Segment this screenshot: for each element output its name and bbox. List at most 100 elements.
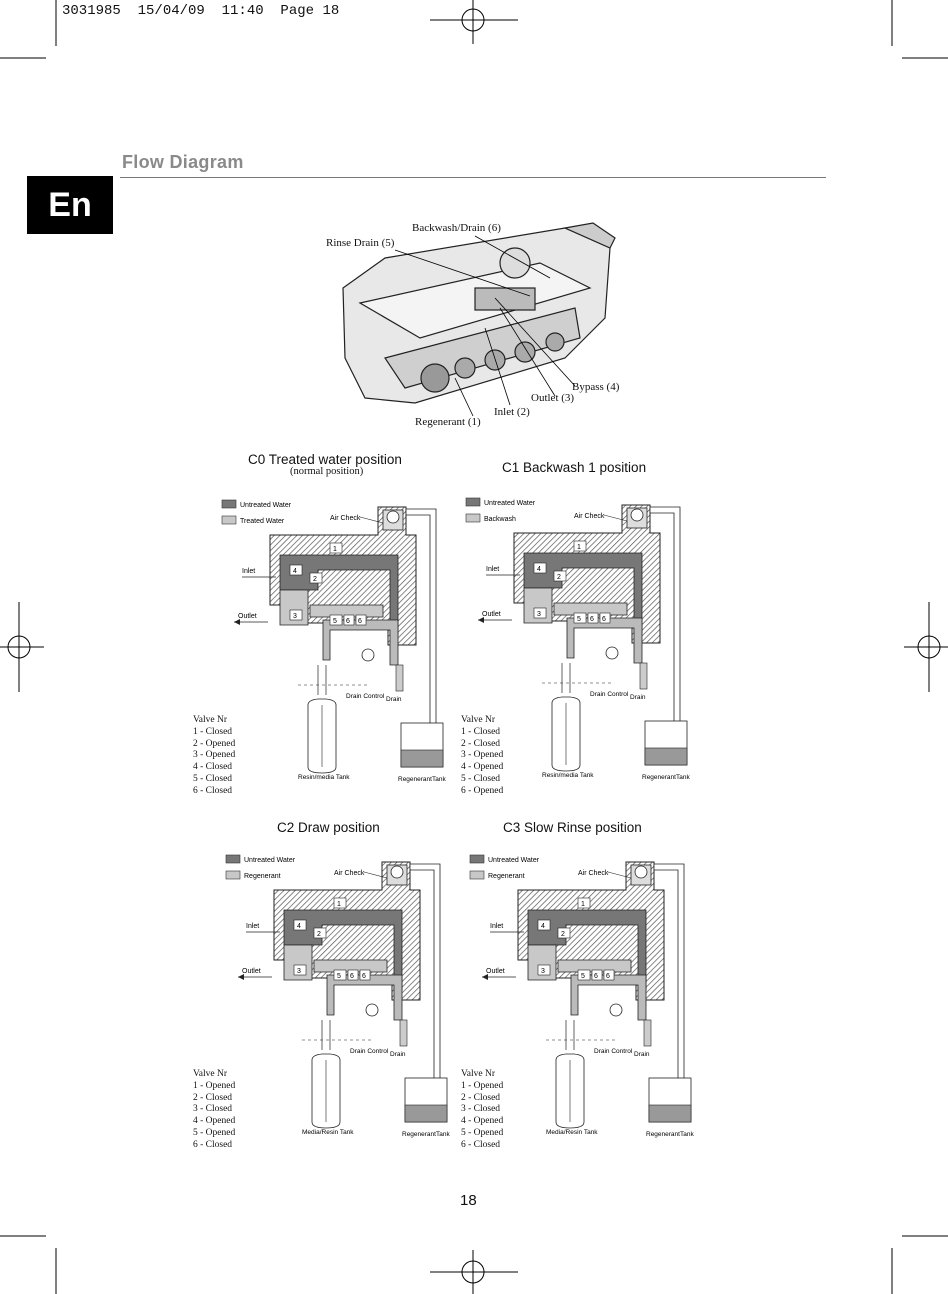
tank-label: Resin/media Tank (542, 772, 594, 779)
valve-item: 1 - Closed (461, 726, 501, 737)
panel-c3-valve-list: Valve Nr 1 - Opened 2 - Closed 3 - Close… (461, 1069, 503, 1152)
label-regenerant: Regenerant (1) (415, 416, 481, 428)
valve-item: 3 - Closed (461, 1104, 501, 1115)
legend-swatch-treated (465, 513, 481, 523)
svg-text:2: 2 (313, 576, 317, 583)
svg-text:6: 6 (362, 973, 366, 980)
valve-item: 3 - Closed (193, 1104, 233, 1115)
legend-untreated: Untreated Water (240, 502, 292, 509)
valve-item: 2 - Opened (193, 738, 236, 749)
svg-text:5: 5 (577, 616, 581, 623)
drain-control-label: Drain Control (350, 1048, 389, 1055)
label-backwash-drain: Backwash/Drain (6) (412, 222, 501, 234)
svg-text:6: 6 (358, 618, 362, 625)
page-number: 18 (460, 1192, 477, 1209)
svg-text:1: 1 (581, 901, 585, 908)
svg-text:2: 2 (317, 931, 321, 938)
inlet-label: Inlet (242, 568, 255, 575)
valve-item: 5 - Opened (193, 1127, 236, 1138)
svg-text:6: 6 (606, 973, 610, 980)
svg-text:5: 5 (333, 618, 337, 625)
print-header: 3031985 15/04/09 11:40 Page 18 (62, 3, 340, 19)
svg-text:3: 3 (293, 613, 297, 620)
drain-label: Drain (390, 1051, 406, 1058)
outlet-label: Outlet (242, 968, 261, 975)
tank-label: Resin/media Tank (298, 774, 350, 781)
drain-label: Drain (630, 694, 646, 701)
svg-text:4: 4 (297, 923, 301, 930)
valve-assembly-illustration (342, 222, 616, 417)
air-check-label: Air Check (334, 870, 365, 877)
valve-item: 5 - Closed (193, 773, 233, 784)
svg-text:5: 5 (337, 973, 341, 980)
valve-title: Valve Nr (193, 715, 228, 725)
svg-text:6: 6 (590, 616, 594, 623)
panel-c1-valve-list: Valve Nr 1 - Closed 2 - Closed 3 - Opene… (461, 715, 503, 798)
valve-title: Valve Nr (193, 1069, 228, 1079)
legend-treated: Treated Water (240, 518, 285, 525)
drain-control-label: Drain Control (590, 691, 629, 698)
svg-text:6: 6 (350, 973, 354, 980)
panel-c0-subheading: (normal position) (290, 466, 364, 477)
valve-item: 6 - Closed (193, 1139, 233, 1150)
valve-item: 3 - Opened (461, 750, 504, 761)
outlet-label: Outlet (482, 611, 501, 618)
valve-item: 2 - Closed (461, 1092, 501, 1103)
legend-swatch-untreated (225, 854, 241, 864)
outlet-label: Outlet (238, 613, 257, 620)
svg-text:3: 3 (297, 968, 301, 975)
language-tab: En (27, 176, 113, 234)
legend-untreated: Untreated Water (488, 857, 540, 864)
legend-untreated: Untreated Water (484, 500, 536, 507)
inlet-label: Inlet (490, 923, 503, 930)
air-check-label: Air Check (574, 513, 605, 520)
panel-c3-heading: C3 Slow Rinse position (503, 820, 642, 835)
panel-c2-valve-list: Valve Nr 1 - Opened 2 - Closed 3 - Close… (193, 1069, 235, 1152)
svg-text:3: 3 (537, 611, 541, 618)
legend-swatch-untreated (469, 854, 485, 864)
valve-item: 1 - Opened (193, 1080, 236, 1091)
valve-item: 4 - Opened (193, 1116, 236, 1127)
legend-swatch-treated (221, 515, 237, 525)
valve-item: 2 - Closed (193, 1092, 233, 1103)
panel-c0-heading: C0 Treated water position (248, 452, 402, 467)
svg-text:4: 4 (541, 923, 545, 930)
svg-text:1: 1 (337, 901, 341, 908)
svg-text:5: 5 (581, 973, 585, 980)
valve-title: Valve Nr (461, 1069, 496, 1079)
regenerant-tank-label: RegenerantTank (398, 776, 446, 783)
regenerant-tank-label: RegenerantTank (402, 1131, 450, 1138)
inlet-label: Inlet (246, 923, 259, 930)
label-outlet: Outlet (3) (531, 392, 575, 404)
legend-swatch-untreated (465, 497, 481, 507)
valve-item: 6 - Closed (193, 785, 233, 796)
svg-text:2: 2 (561, 931, 565, 938)
svg-text:3: 3 (541, 968, 545, 975)
outlet-label: Outlet (486, 968, 505, 975)
panel-c1-heading: C1 Backwash 1 position (502, 460, 647, 475)
title-rule (120, 177, 826, 178)
drain-label: Drain (386, 696, 402, 703)
legend-treated: Regenerant (244, 873, 281, 880)
tank-label: Media/Resin Tank (302, 1129, 354, 1136)
svg-text:1: 1 (577, 544, 581, 551)
label-inlet: Inlet (2) (494, 406, 530, 418)
tank-label: Media/Resin Tank (546, 1129, 598, 1136)
label-rinse-drain: Rinse Drain (5) (326, 237, 395, 249)
drain-control-label: Drain Control (594, 1048, 633, 1055)
label-bypass: Bypass (4) (572, 381, 620, 393)
legend-untreated: Untreated Water (244, 857, 296, 864)
svg-text:4: 4 (537, 566, 541, 573)
air-check-label: Air Check (578, 870, 609, 877)
svg-text:4: 4 (293, 568, 297, 575)
valve-item: 6 - Opened (461, 785, 504, 796)
valve-item: 6 - Closed (461, 1139, 501, 1150)
inlet-label: Inlet (486, 566, 499, 573)
regenerant-tank-label: RegenerantTank (646, 1131, 694, 1138)
valve-item: 5 - Closed (461, 773, 501, 784)
valve-item: 2 - Closed (461, 738, 501, 749)
